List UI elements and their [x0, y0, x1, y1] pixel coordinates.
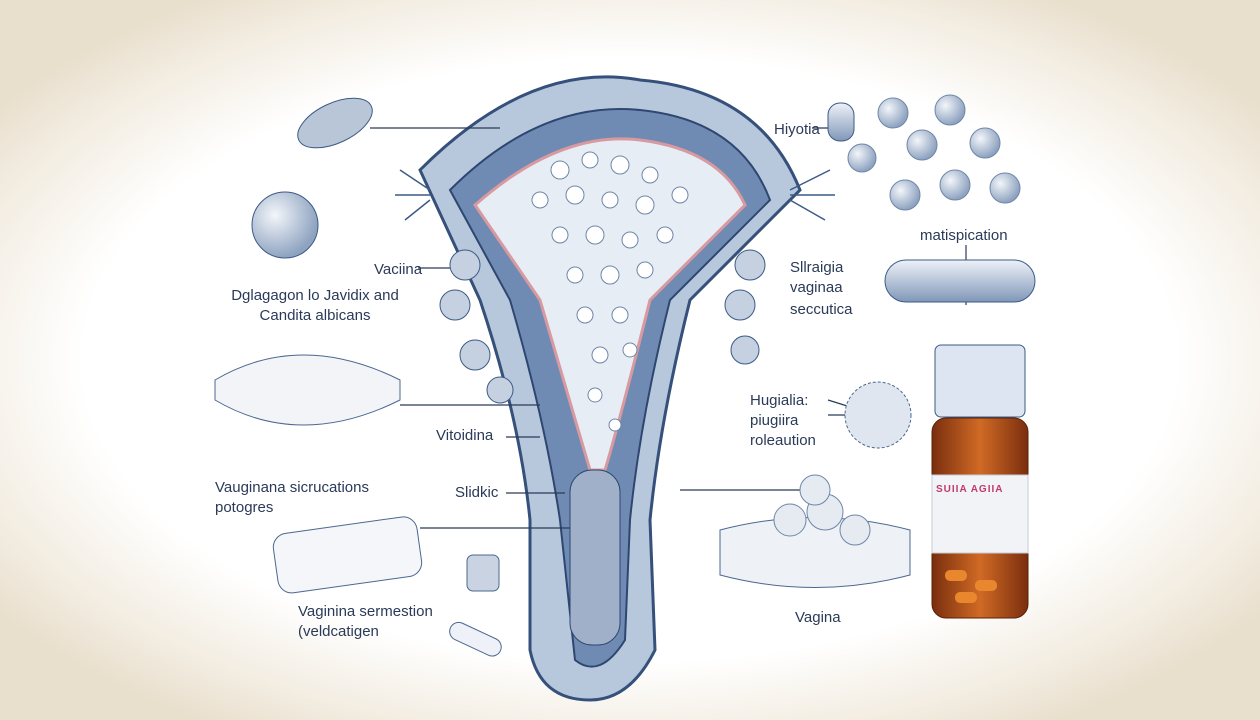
tissue-disc: [214, 354, 401, 426]
label-vitoidina: Vitoidina: [436, 427, 494, 444]
large-capsule: [884, 259, 1036, 303]
label-hugialia-line1: Hugialia:: [750, 392, 809, 409]
candida-cell: [251, 191, 319, 259]
uterus-diagram: [395, 75, 835, 702]
label-sermestion-line2: (veldcatigen: [298, 623, 379, 640]
label-candida-line2: Candita albicans: [259, 307, 371, 324]
label-sermestion-line1: Vaginina sermestion: [298, 603, 433, 620]
small-capsule: [449, 621, 502, 657]
small-cylinder: [466, 554, 500, 592]
label-hugialia-line2: piugiira: [750, 412, 799, 429]
label-vaciina: Vaciina: [374, 261, 423, 278]
virus-particle: [844, 381, 912, 449]
hiyotia-capsule: [827, 102, 855, 142]
label-capsule-line3: seccutica: [790, 301, 853, 318]
label-vauginana-line2: potogres: [215, 499, 274, 516]
label-capsule: Sllraigia vaginaa seccutica: [790, 258, 853, 320]
label-capsule-line1: Sllraigia: [790, 259, 844, 276]
label-candida: Dglagagon lo Javidix and Candita albican…: [215, 286, 415, 326]
label-vagina: Vagina: [795, 609, 841, 626]
vagina-disc: [719, 517, 911, 588]
bottle-label: SUIIA AGIIA: [936, 484, 1004, 495]
leader-lines: [370, 127, 967, 529]
tablet: [272, 516, 423, 594]
cell-oval: [297, 97, 373, 149]
label-matispication: matispication: [920, 227, 1008, 244]
label-hugialia: Hugialia: piugiira roleaution: [750, 391, 816, 451]
label-vauginana: Vauginana sicrucations potogres: [215, 478, 369, 518]
label-sermestion: Vaginina sermestion (veldcatigen: [298, 602, 433, 642]
label-hiyotia: Hiyotia: [774, 121, 820, 138]
label-capsule-line2: vaginaa: [790, 279, 843, 296]
medicine-bottle: [931, 344, 1029, 619]
cell-cluster: [773, 474, 871, 546]
label-slidkic: Slidkic: [455, 484, 499, 501]
label-candida-line1: Dglagagon lo Javidix and: [231, 287, 399, 304]
label-vauginana-line1: Vauginana sicrucations: [215, 479, 369, 496]
label-hugialia-line3: roleaution: [750, 432, 816, 449]
pills: [847, 94, 1021, 211]
